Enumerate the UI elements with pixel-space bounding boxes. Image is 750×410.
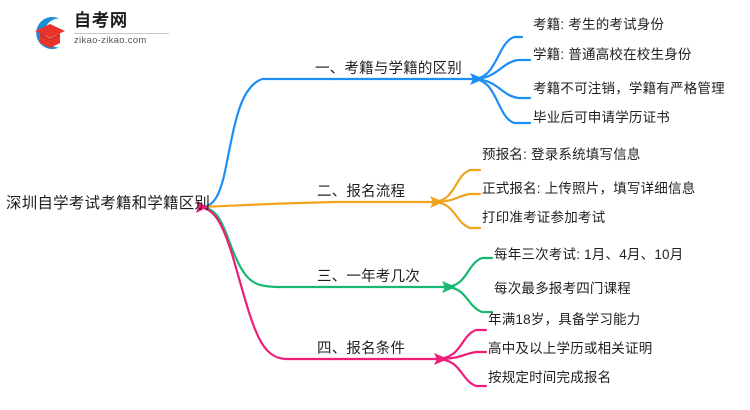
leaf-label-3-2[interactable]: 每次最多报考四门课程: [494, 281, 631, 296]
connector-branch-1-child-4: [470, 77, 532, 125]
leaf-label-1-1[interactable]: 考籍: 考生的考试身份: [533, 17, 665, 32]
connector-branch-4-child-1: [434, 328, 488, 361]
logo-divider: [74, 33, 169, 34]
connector-root-branch-4: [198, 205, 334, 361]
branch-label-2[interactable]: 二、报名流程: [317, 184, 406, 200]
leaf-label-1-4[interactable]: 毕业后可申请学历证书: [533, 110, 670, 125]
leaf-label-2-1[interactable]: 预报名: 登录系统填写信息: [482, 147, 641, 162]
graduation-cap-icon: [35, 17, 65, 50]
logo-url: zikao-zikao.com: [74, 35, 147, 46]
connector-branch-1-child-2: [470, 58, 532, 81]
logo-text-block: 自考网 zikao-zikao.com: [74, 10, 170, 54]
connector-root-branch-2: [198, 200, 336, 209]
connector-branch-4-child-3: [434, 357, 488, 388]
site-logo: 自考网 zikao-zikao.com: [28, 10, 170, 56]
leaf-label-4-1[interactable]: 年满18岁，具备学习能力: [488, 312, 641, 327]
connector-branch-3-child-1: [442, 256, 494, 289]
connector-root-branch-3: [198, 205, 334, 289]
leaf-label-2-2[interactable]: 正式报名: 上传照片，填写详细信息: [482, 181, 696, 196]
leaf-label-4-3[interactable]: 按规定时间完成报名: [488, 370, 612, 385]
connector-arrowheads: [196, 73, 484, 365]
logo-name: 自考网: [74, 11, 128, 30]
mindmap-root-title[interactable]: 深圳自学考试考籍和学籍区别: [6, 195, 211, 212]
branch-label-1[interactable]: 一、考籍与学籍的区别: [315, 61, 462, 77]
connector-root-branch-1: [198, 77, 334, 209]
connector-branch-2-child-3: [430, 200, 482, 230]
branch-label-3[interactable]: 三、一年考几次: [317, 269, 420, 285]
leaf-label-4-2[interactable]: 高中及以上学历或相关证明: [488, 341, 653, 356]
connector-branch-1-child-1: [470, 35, 524, 81]
leaf-label-1-2[interactable]: 学籍: 普通高校在校生身份: [533, 47, 692, 62]
leaf-label-1-3[interactable]: 考籍不可注销，学籍有严格管理: [533, 81, 725, 96]
leaf-label-2-3[interactable]: 打印准考证参加考试: [482, 210, 606, 225]
leaf-label-3-1[interactable]: 每年三次考试: 1月、4月、10月: [494, 247, 684, 262]
branch-label-4[interactable]: 四、报名条件: [317, 341, 406, 357]
connector-branch-3-child-2: [442, 285, 494, 314]
